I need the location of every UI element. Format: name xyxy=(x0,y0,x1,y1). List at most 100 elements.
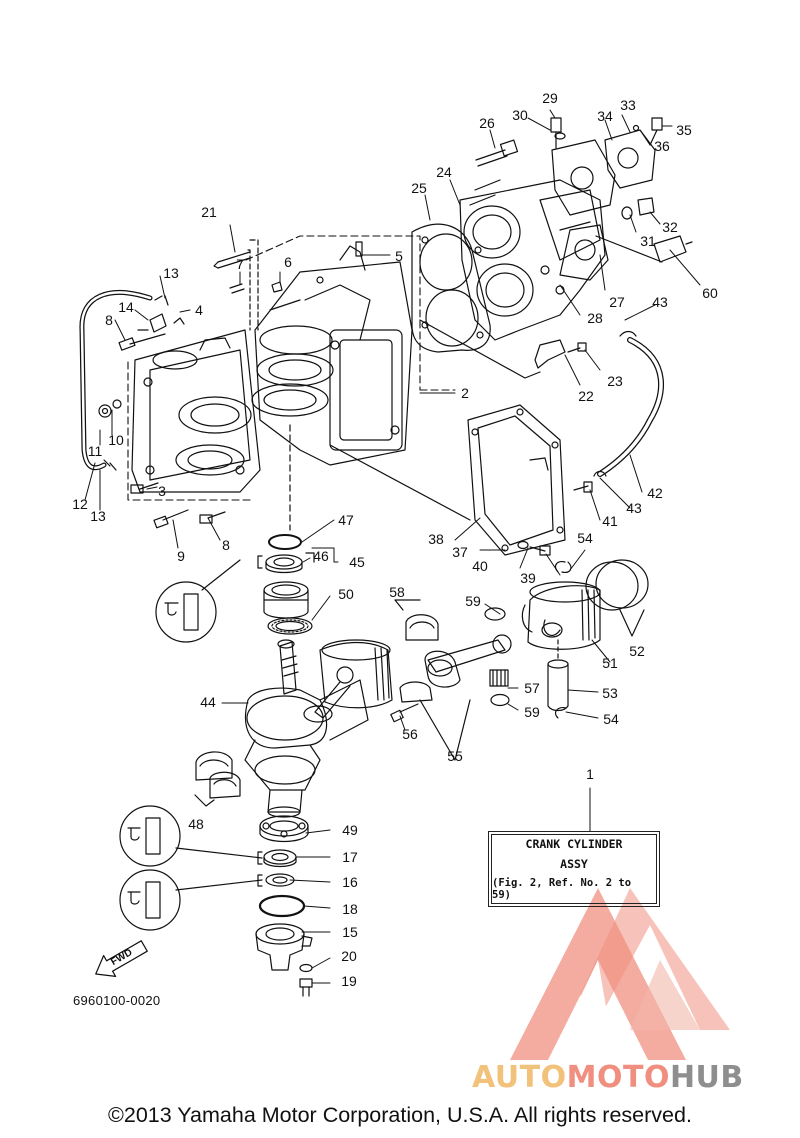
washer-59-upper xyxy=(484,607,506,621)
callout-32: 32 xyxy=(662,219,678,235)
callout-44: 44 xyxy=(200,694,216,710)
callout-4: 4 xyxy=(195,302,203,318)
callout-29: 29 xyxy=(542,90,558,106)
o-ring-18 xyxy=(258,894,306,918)
crankshaft xyxy=(244,639,369,818)
o-ring-47 xyxy=(268,534,302,550)
callout-5: 5 xyxy=(395,248,403,264)
studs xyxy=(213,239,363,331)
bolt-56 xyxy=(390,703,419,723)
callout-57: 57 xyxy=(524,680,540,696)
callout-1: 1 xyxy=(586,766,594,782)
callout-59-lower: 59 xyxy=(524,704,540,720)
watermark-logo xyxy=(510,888,730,1060)
callout-49: 49 xyxy=(342,822,358,838)
lower-cap-15 xyxy=(255,923,313,971)
callout-36: 36 xyxy=(654,138,670,154)
circlip-54-upper xyxy=(554,560,572,573)
callout-7: 7 xyxy=(236,256,244,272)
callout-20: 20 xyxy=(341,948,357,964)
callout-43-upper: 43 xyxy=(652,294,668,310)
callout-8-upper: 8 xyxy=(105,312,113,328)
seal-46 xyxy=(265,554,303,574)
grease-symbol-upper xyxy=(155,559,241,643)
head-bolts xyxy=(475,117,693,263)
callout-48: 48 xyxy=(188,816,204,832)
callout-26: 26 xyxy=(479,115,495,131)
upper-piston xyxy=(303,639,393,723)
grease-symbol-middle xyxy=(119,805,263,867)
callout-13-upper: 13 xyxy=(163,265,179,281)
crankcase-outline xyxy=(127,235,456,501)
callout-60: 60 xyxy=(702,285,718,301)
callout-14: 14 xyxy=(118,299,134,315)
connecting-rod xyxy=(399,634,512,703)
watermark-text: AUTOMOTOHUB xyxy=(472,1060,744,1095)
needle-bearing-57 xyxy=(489,669,509,687)
callout-46: 46 xyxy=(313,548,329,564)
title-line-1: CRANK CYLINDER xyxy=(525,837,623,851)
crankcase-body xyxy=(251,245,413,466)
callout-53: 53 xyxy=(602,685,618,701)
small-parts-left xyxy=(98,313,226,529)
callout-16: 16 xyxy=(342,874,358,890)
crankcase-half xyxy=(131,329,261,493)
callout-47: 47 xyxy=(338,512,354,528)
callout-35: 35 xyxy=(676,122,692,138)
callout-30: 30 xyxy=(512,107,528,123)
callout-23: 23 xyxy=(607,373,623,389)
assembly-title-box: CRANK CYLINDER ASSY (Fig. 2, Ref. No. 2 … xyxy=(488,831,660,907)
callout-43-lower: 43 xyxy=(626,500,642,516)
cylinder-head xyxy=(459,179,606,341)
copyright-notice: ©2013 Yamaha Motor Corporation, U.S.A. A… xyxy=(108,1103,692,1127)
callout-45: 45 xyxy=(349,554,365,570)
callout-40: 40 xyxy=(472,558,488,574)
callout-54-upper: 54 xyxy=(577,530,593,546)
callout-2: 2 xyxy=(461,385,469,401)
callout-9: 9 xyxy=(177,548,185,564)
callout-54-lower: 54 xyxy=(603,711,619,727)
title-reference: (Fig. 2, Ref. No. 2 to 59) xyxy=(492,877,632,901)
cylinder-gasket xyxy=(411,223,491,353)
callout-17: 17 xyxy=(342,849,358,865)
callout-27: 27 xyxy=(609,294,625,310)
bearing-58 xyxy=(405,614,439,641)
callout-3: 3 xyxy=(158,483,166,499)
washer-20 xyxy=(299,963,313,973)
bolts-39-41 xyxy=(517,481,593,556)
callout-6: 6 xyxy=(284,254,292,270)
bearing-45 xyxy=(263,581,309,619)
callout-33: 33 xyxy=(620,97,636,113)
callout-22: 22 xyxy=(578,388,594,404)
callout-28: 28 xyxy=(587,310,603,326)
callout-10: 10 xyxy=(108,432,124,448)
callout-52: 52 xyxy=(629,643,645,659)
callout-37: 37 xyxy=(452,544,468,560)
seal-17 xyxy=(263,849,297,868)
callout-58: 58 xyxy=(389,584,405,600)
bearing-49 xyxy=(259,815,309,843)
grease-symbol-lower xyxy=(119,869,263,931)
watermark-part-1: AUTO xyxy=(472,1060,567,1095)
callout-24: 24 xyxy=(436,164,452,180)
callout-41: 41 xyxy=(602,513,618,529)
watermark-part-3: HUB xyxy=(669,1060,744,1095)
exhaust-cover xyxy=(329,404,566,556)
callout-8-lower: 8 xyxy=(222,537,230,553)
bearing-50 xyxy=(267,617,313,635)
piston-51 xyxy=(521,581,601,650)
piston-rings xyxy=(585,559,649,611)
bolt-19 xyxy=(299,978,313,997)
callout-21: 21 xyxy=(201,204,217,220)
callout-15: 15 xyxy=(342,924,358,940)
callout-55: 55 xyxy=(447,748,463,764)
title-line-2: ASSY xyxy=(560,857,588,871)
leader-lines xyxy=(84,109,701,984)
watermark-part-2: MOTO xyxy=(566,1060,670,1095)
callout-39: 39 xyxy=(520,570,536,586)
callout-18: 18 xyxy=(342,901,358,917)
callout-59-upper: 59 xyxy=(465,593,481,609)
callout-50: 50 xyxy=(338,586,354,602)
water-hose xyxy=(597,337,664,477)
